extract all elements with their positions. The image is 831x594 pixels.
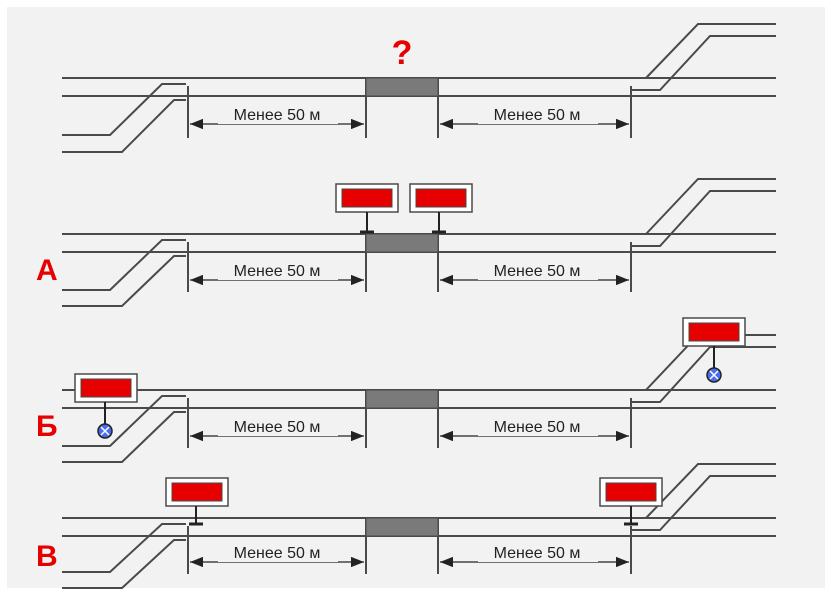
dimension-label: Менее 50 м — [234, 263, 321, 280]
variant-label-v: В — [36, 540, 58, 573]
signal-board-right — [599, 477, 663, 526]
left-switch-inner — [62, 83, 186, 136]
dimension-label: Менее 50 м — [494, 419, 581, 436]
left-switch-outer — [62, 411, 186, 463]
right-switch-outer — [645, 463, 776, 519]
signal-board-right-with-lamp — [682, 317, 746, 383]
insulated-section — [365, 233, 439, 253]
dimension-label: Менее 50 м — [494, 107, 581, 124]
dimension-label: Менее 50 м — [494, 263, 581, 280]
left-switch-outer — [62, 539, 186, 589]
left-switch-inner — [62, 395, 186, 447]
insulated-section — [365, 77, 439, 97]
right-switch-outer — [645, 178, 776, 235]
right-switch-inner — [631, 190, 776, 247]
right-switch-outer — [645, 23, 776, 79]
insulated-section — [365, 389, 439, 409]
diagram-background — [7, 7, 825, 588]
dimension-label: Менее 50 м — [234, 545, 321, 562]
variant-label-b: Б — [36, 410, 58, 443]
dimension-label: Менее 50 м — [234, 419, 321, 436]
left-switch-inner — [62, 523, 186, 573]
insulated-section — [365, 517, 439, 537]
left-switch-inner — [62, 239, 186, 291]
signal-board-left — [335, 183, 399, 234]
left-switch-outer — [62, 99, 186, 153]
right-switch-inner — [631, 35, 776, 91]
right-switch-inner — [631, 475, 776, 531]
dimension-label: Менее 50 м — [494, 545, 581, 562]
left-switch-outer — [62, 255, 186, 307]
signal-board-left-with-lamp — [74, 373, 138, 439]
dimension-label: Менее 50 м — [234, 107, 321, 124]
signal-board-left — [165, 477, 229, 526]
right-switch-inner — [631, 346, 776, 403]
signal-board-right — [409, 183, 473, 234]
question-mark: ? — [392, 34, 413, 72]
variant-label-a: А — [36, 254, 58, 287]
